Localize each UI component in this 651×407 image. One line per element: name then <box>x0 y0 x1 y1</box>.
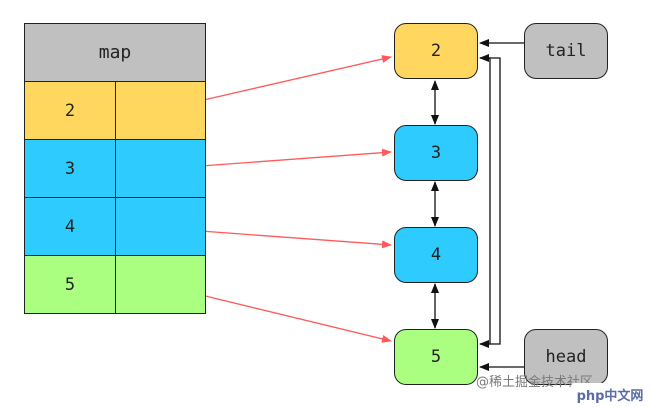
list-node: 2 <box>394 23 478 79</box>
php-logo: php中文网 <box>571 383 649 405</box>
wrap-arrow-to-last <box>479 57 491 348</box>
map-value-cell <box>115 255 206 314</box>
map-key-cell: 4 <box>24 197 116 256</box>
map-header: map <box>24 23 206 82</box>
map-key-cell: 3 <box>24 139 116 198</box>
map-value-cell <box>115 197 206 256</box>
map-key-cell: 2 <box>24 81 116 140</box>
tail-pointer: tail <box>524 23 608 79</box>
map-value-cell <box>115 81 206 140</box>
list-node: 4 <box>394 227 478 283</box>
list-node: 3 <box>394 125 478 181</box>
watermark-text: @稀土掘金技术社区 <box>476 375 594 390</box>
list-node: 5 <box>394 329 478 385</box>
map-value-cell <box>115 139 206 198</box>
head-pointer: head <box>524 329 608 385</box>
map-key-cell: 5 <box>24 255 116 314</box>
